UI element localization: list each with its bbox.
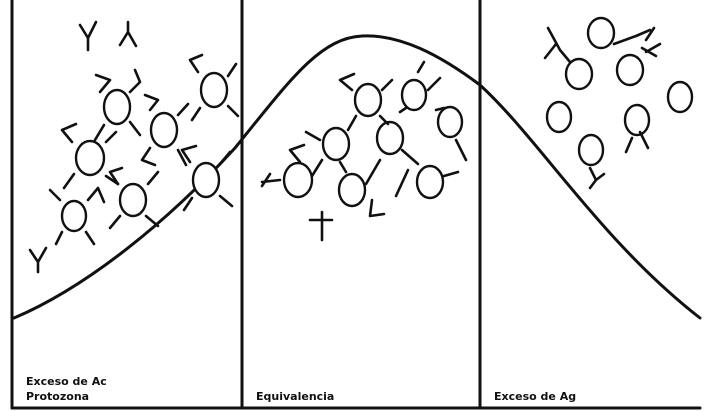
zone-antibody-excess-complexes <box>30 22 238 272</box>
label-prozone: Protozona <box>26 390 89 403</box>
label-antibody-excess: Exceso de Ac <box>26 375 107 388</box>
zone-antigen-excess-complexes <box>545 18 692 188</box>
label-antigen-excess: Exceso de Ag <box>494 390 576 403</box>
label-equivalence: Equivalencia <box>256 390 334 403</box>
zone-equivalence-lattice <box>262 62 466 240</box>
